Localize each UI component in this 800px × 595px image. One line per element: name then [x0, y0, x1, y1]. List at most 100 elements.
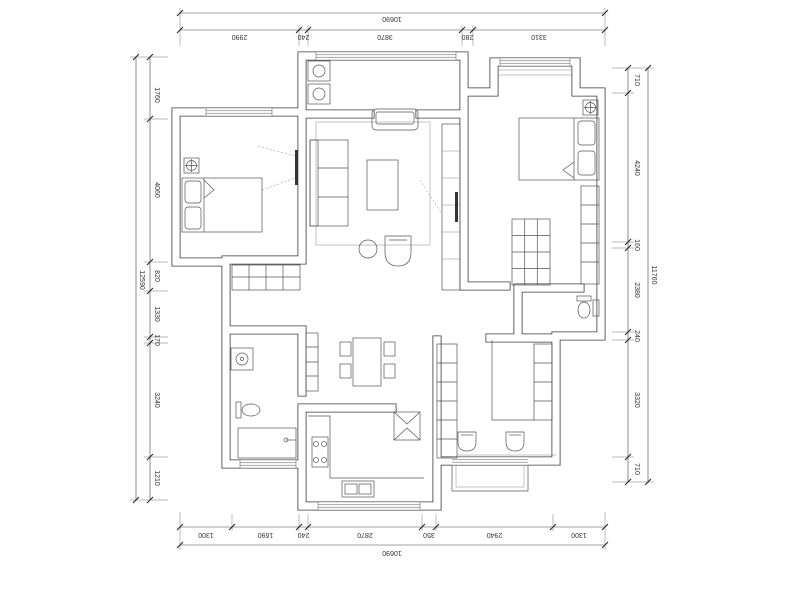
kitchen-fridge-shape	[393, 411, 421, 441]
window-kitchen-shape	[318, 502, 420, 510]
lower-room-chair-left-shape	[457, 431, 477, 452]
dim-right-seg-7: 710	[633, 463, 640, 475]
right-bedroom-bed-shape	[577, 120, 596, 146]
dimension-right-shape	[612, 67, 654, 483]
dim-left-seg-3: 820	[153, 270, 160, 282]
right-bath-toilet-shape	[577, 301, 591, 319]
window-balcony-shape	[316, 52, 456, 60]
kitchen-fridge-shape	[393, 411, 421, 441]
left-bath-shower	[237, 427, 297, 459]
window-balcony	[315, 51, 457, 61]
lower-room-chair-left	[457, 431, 477, 452]
window-balcony-shape	[315, 51, 457, 61]
dim-right-seg-5: 240	[633, 330, 640, 342]
kitchen-sink-shape	[344, 483, 358, 495]
kitchen-sink	[341, 480, 375, 498]
dim-left-total: 12590	[138, 270, 145, 290]
lower-room-desk	[491, 340, 534, 421]
dim-top-seg-5: 3310	[531, 33, 547, 40]
left-bedroom-bed	[181, 177, 263, 233]
tv-cabinet	[419, 123, 461, 291]
left-bedroom-bed-shape	[184, 180, 202, 204]
window-right-bay	[498, 57, 572, 76]
kitchen-stove-shape	[321, 441, 327, 447]
dim-right-seg-3: 160	[633, 239, 640, 251]
lower-room-cabinet-left-shape	[437, 362, 457, 440]
right-bedroom-bed-shape	[518, 117, 600, 181]
left-bath-sink-shape	[230, 347, 254, 371]
dimension-top-shape	[180, 12, 605, 31]
left-bedroom-tv	[257, 145, 298, 191]
dim-top-seg-4: 280	[462, 33, 474, 40]
living-lounge-chair	[384, 235, 412, 267]
lower-room-chair-right	[505, 431, 525, 452]
left-bedroom-nightstand	[183, 157, 200, 174]
window-left-bath	[239, 459, 297, 469]
dim-left-seg-6: 3240	[153, 392, 160, 408]
right-bedroom-wardrobe-grid	[511, 218, 551, 286]
left-bath-toilet-shape	[241, 403, 261, 417]
window-right-bay-shape	[499, 57, 571, 67]
bay-window-lower-right-shape	[452, 457, 528, 465]
dimension-top: 10690 2990 240 3870 280 3310	[176, 8, 609, 46]
right-bath-toilet	[576, 295, 600, 319]
living-armchair-top-shape	[371, 108, 419, 131]
dimension-right: 710 4240 160 2380 240 3320 710 11760	[612, 64, 657, 486]
dim-right-total: 11760	[650, 266, 657, 285]
kitchen-stove	[311, 436, 329, 468]
balcony-washer-shape	[307, 83, 331, 105]
dim-bottom-seg-7: 1300	[571, 531, 587, 538]
dim-left-seg-1: 1760	[153, 87, 160, 103]
kitchen-sink-shape	[341, 480, 375, 498]
dim-top-seg-1: 2990	[232, 33, 248, 40]
hallway-wardrobe	[231, 264, 301, 291]
dim-top-seg-3: 3870	[377, 33, 393, 40]
right-bedroom-wardrobe-side-shape	[581, 204, 599, 263]
living-armchair-top-shape	[375, 111, 415, 125]
dim-bottom-seg-3: 240	[298, 531, 310, 538]
dim-top-total: 10690	[382, 15, 402, 22]
kitchen-sink-shape	[358, 483, 372, 495]
tv-cabinet-shape	[441, 123, 461, 291]
lower-room-chair-right-shape	[505, 431, 525, 452]
dimension-top-shape	[179, 8, 606, 46]
dimension-right-shape	[627, 68, 649, 482]
living-lounge-chair-shape	[384, 235, 412, 267]
tv-cabinet-shape	[442, 150, 460, 260]
right-bath-toilet-shape	[576, 295, 592, 302]
left-bath-sink-shape	[240, 357, 244, 361]
dining-table-set-shape	[339, 363, 352, 379]
living-sofa	[309, 139, 349, 227]
dim-left-seg-7: 1210	[153, 470, 160, 486]
balcony-washer	[307, 60, 331, 105]
window-left-bedroom-shape	[205, 107, 273, 117]
bay-window-lower-right-shape	[452, 459, 528, 463]
right-bedroom-bed-shape	[577, 150, 596, 176]
left-bedroom-nightstand-shape	[185, 159, 198, 172]
dimension-left: 12590 1760 4060 820 1330 170 3240 1210	[130, 53, 168, 504]
dimension-right-shape	[624, 64, 652, 486]
living-sofa-shape	[309, 139, 349, 227]
coffee-table	[366, 159, 399, 211]
kitchen-stove-shape	[313, 457, 319, 463]
right-bedroom-wardrobe-side-shape	[580, 185, 600, 285]
dim-right-seg-2: 4240	[633, 160, 640, 176]
right-bedroom-bed	[518, 117, 600, 181]
left-bath-toilet-shape	[235, 401, 242, 419]
kitchen-stove-shape	[311, 436, 329, 468]
living-sofa-shape	[309, 139, 319, 227]
window-left-bath-shape	[239, 459, 297, 469]
window-right-bay-shape	[500, 58, 570, 66]
left-bedroom-tv-shape	[295, 150, 298, 185]
dim-right-seg-1: 710	[633, 74, 640, 86]
living-sofa-shape	[318, 167, 348, 198]
dim-left-seg-5: 170	[153, 334, 160, 346]
dim-left-seg-2: 4060	[153, 182, 160, 198]
dining-table-set-shape	[383, 363, 396, 379]
left-bath-sink	[230, 347, 254, 371]
dim-top-seg-2: 240	[298, 33, 310, 40]
living-armchair-top	[371, 108, 419, 131]
dim-bottom-total: 10690	[382, 549, 402, 556]
walls	[171, 51, 606, 511]
